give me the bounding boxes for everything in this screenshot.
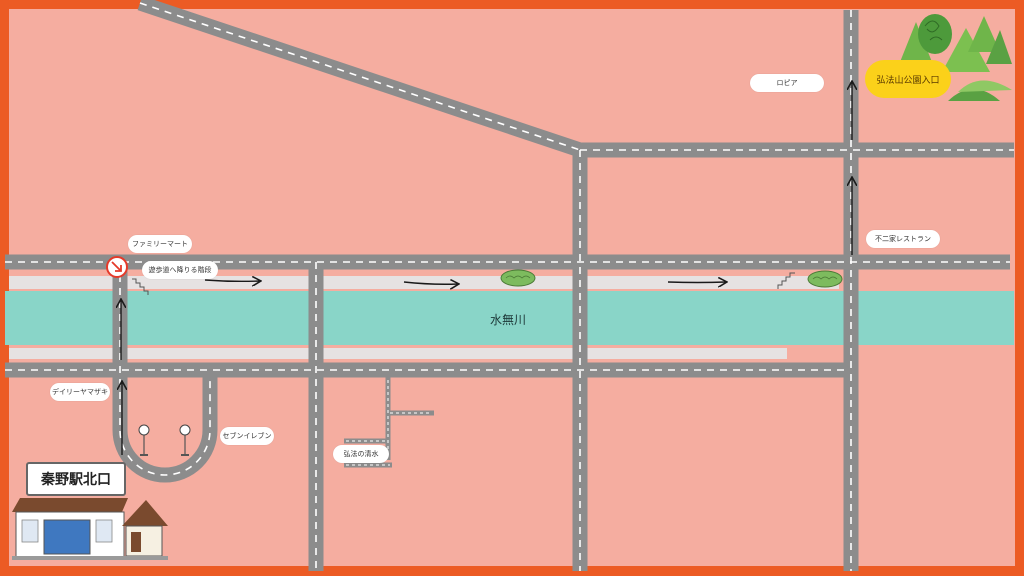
road-network (5, 0, 1014, 571)
station-building-icon (12, 498, 168, 560)
seven-eleven-label: セブンイレブン (220, 427, 274, 445)
lopia-label: ロピア (750, 74, 824, 92)
bus-stop-icon (138, 424, 150, 456)
bus-stop-icon (179, 424, 191, 456)
bush-icon (500, 269, 536, 287)
route-arrows (121, 82, 852, 455)
walkway-north (9, 276, 839, 289)
bush-icon (807, 270, 843, 288)
destination-park-label: 弘法山公園入口 (865, 60, 951, 98)
stairs-icon (132, 278, 149, 295)
start-marker-icon (106, 256, 128, 278)
stairs-label: 遊歩道へ降りる階段 (142, 261, 218, 279)
restaurant-label: 不二家レストラン (866, 230, 940, 248)
river-label: 水無川 (489, 313, 526, 327)
tree-icon (900, 14, 1012, 101)
spring-label: 弘法の清水 (333, 445, 389, 463)
station-sign: 秦野駅北口 (26, 462, 126, 496)
familymart-label: ファミリーマート (128, 235, 192, 253)
walkway-south (9, 348, 787, 359)
stairs-icon (777, 272, 795, 289)
daily-yamazaki-label: デイリーヤマザキ (50, 383, 110, 401)
